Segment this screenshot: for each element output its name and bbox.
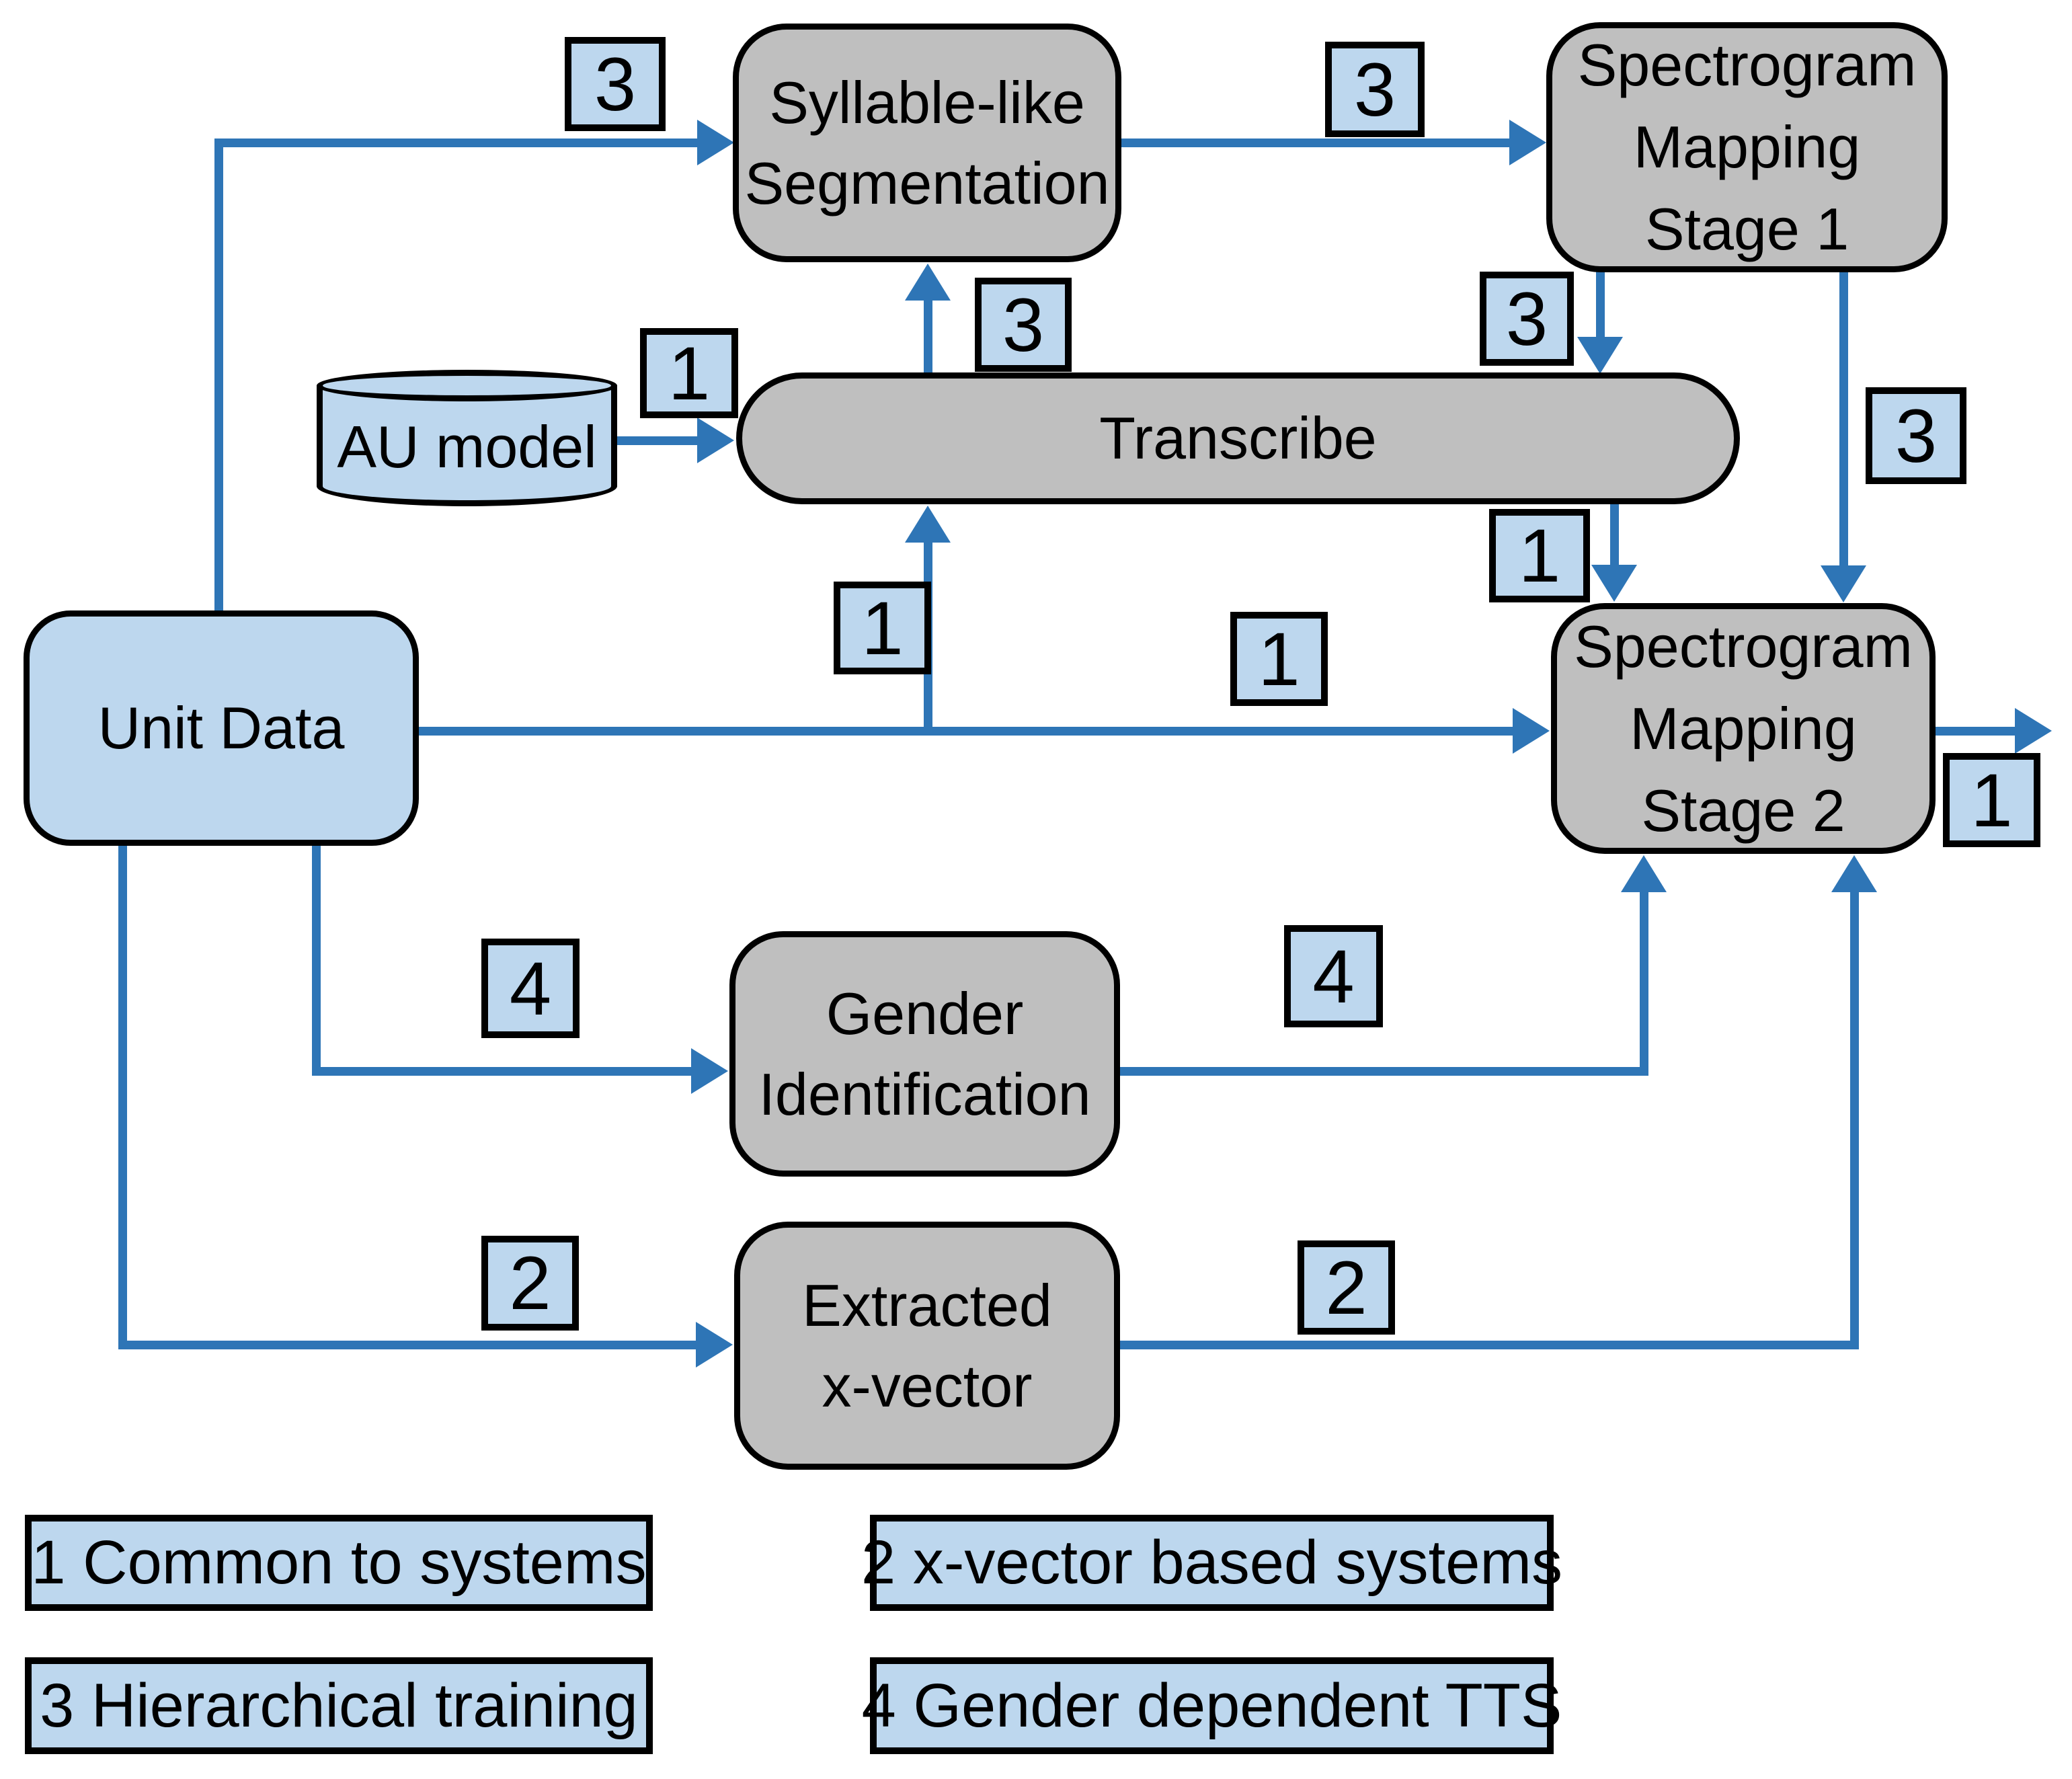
arrowhead-into-transcribe-left xyxy=(697,418,734,463)
legend-label: 4 Gender dependent TTS xyxy=(861,1671,1562,1740)
connector-stage1-to-stage2 xyxy=(1839,271,1848,567)
connector-aumodel-to-transcribe xyxy=(612,436,701,445)
badge-1-stage2-output: 1 xyxy=(1943,753,2040,847)
connector-unit-to-stage2-horizontal xyxy=(419,727,1516,736)
connector-gender-to-stage2-horizontal xyxy=(1120,1067,1648,1076)
badge-3-unit-to-syllable: 3 xyxy=(565,37,666,131)
connector-unit-to-syllable-horizontal xyxy=(214,139,703,147)
badge-label: 3 xyxy=(1895,393,1938,478)
node-syllable-segmentation: Syllable-like Segmentation xyxy=(733,24,1121,262)
badge-label: 1 xyxy=(1970,758,2013,842)
node-label-line: Extracted xyxy=(802,1271,1052,1339)
legend-label: 2 x-vector based systems xyxy=(861,1528,1563,1597)
connector-unit-to-syllable-vertical xyxy=(214,139,223,610)
arrowhead-transcribe-into-stage2-top xyxy=(1591,565,1637,602)
node-unit-data: Unit Data xyxy=(24,610,419,846)
arrowhead-into-transcribe-bottom xyxy=(905,506,951,543)
arrowhead-into-stage2-left xyxy=(1513,708,1550,754)
badge-3-stage1-to-transcribe: 3 xyxy=(1480,272,1574,366)
node-transcribe: Transcribe xyxy=(736,372,1740,504)
badge-label: 2 xyxy=(509,1241,551,1325)
badge-3-transcribe-to-syllable: 3 xyxy=(975,278,1072,372)
node-label-line: Mapping xyxy=(1633,114,1861,180)
connector-unit-to-xvector-horizontal xyxy=(118,1341,701,1349)
connector-transcribe-to-syllable xyxy=(924,298,932,374)
badge-1-unit-to-transcribe: 1 xyxy=(834,582,931,674)
legend-label: 1 Common to systems xyxy=(31,1528,647,1597)
node-label-line: Identification xyxy=(758,1060,1091,1128)
badge-label: 1 xyxy=(1518,514,1561,598)
node-label-line: Syllable-like xyxy=(769,69,1085,136)
arrowhead-into-transcribe-top xyxy=(1577,337,1623,374)
badge-label: 4 xyxy=(1312,934,1355,1019)
badge-3-stage1-to-stage2: 3 xyxy=(1866,387,1966,484)
connector-stage1-to-transcribe xyxy=(1596,270,1605,339)
node-spectrogram-mapping-stage2: Spectrogram Mapping Stage 2 xyxy=(1551,603,1936,854)
node-label-line: Segmentation xyxy=(744,149,1110,216)
node-label-line: Spectrogram xyxy=(1577,32,1917,98)
connector-syllable-to-stage1 xyxy=(1121,139,1511,147)
legend-label: 3 Hierarchical training xyxy=(40,1671,638,1740)
connector-unit-to-gender-vertical xyxy=(312,844,321,1076)
badge-2-unit-to-xvector: 2 xyxy=(481,1236,579,1331)
legend-item-common-to-systems: 1 Common to systems xyxy=(25,1515,653,1611)
node-gender-identification: Gender Identification xyxy=(729,931,1120,1177)
badge-label: 4 xyxy=(509,946,552,1031)
connector-xvector-to-stage2-vertical xyxy=(1850,887,1859,1349)
node-label-line: Mapping xyxy=(1630,695,1857,762)
node-au-model: AU model xyxy=(317,400,617,494)
au-model-cylinder-top xyxy=(317,370,617,401)
connector-xvector-to-stage2-horizontal xyxy=(1120,1341,1858,1349)
node-label-line: Stage 1 xyxy=(1644,196,1849,262)
node-label-line: Transcribe xyxy=(1099,405,1377,471)
badge-2-xvector-to-stage2: 2 xyxy=(1298,1240,1395,1335)
node-label-line: Gender xyxy=(826,980,1024,1047)
arrowhead-gender-into-stage2-bottom xyxy=(1621,855,1667,892)
legend-item-hierarchical-training: 3 Hierarchical training xyxy=(25,1657,653,1754)
legend-item-xvector-based-systems: 2 x-vector based systems xyxy=(861,1515,1562,1611)
connector-transcribe-to-stage2 xyxy=(1610,503,1619,568)
legend-item-gender-dependent-tts: 4 Gender dependent TTS xyxy=(862,1657,1562,1754)
badge-4-unit-to-gender: 4 xyxy=(481,939,580,1038)
connector-unit-to-xvector-vertical xyxy=(118,844,127,1349)
arrowhead-stage2-output xyxy=(2015,708,2052,754)
badge-3-syllable-to-stage1: 3 xyxy=(1325,42,1425,137)
node-label-line: Spectrogram xyxy=(1574,612,1913,680)
node-label-line: x-vector xyxy=(822,1352,1033,1419)
badge-label: 1 xyxy=(1258,617,1300,701)
badge-label: 2 xyxy=(1325,1245,1367,1330)
arrowhead-into-syllable xyxy=(697,120,734,165)
badge-label: 1 xyxy=(861,586,904,670)
arrowhead-into-gender xyxy=(691,1048,728,1094)
node-extracted-xvector: Extracted x-vector xyxy=(734,1222,1120,1470)
badge-label: 3 xyxy=(1505,276,1548,361)
badge-1-aumodel-to-transcribe: 1 xyxy=(640,328,738,418)
arrowhead-into-stage1 xyxy=(1509,120,1546,165)
badge-label: 3 xyxy=(594,42,637,126)
badge-label: 3 xyxy=(1002,282,1045,367)
arrowhead-into-xvector xyxy=(696,1322,733,1368)
connector-stage2-output xyxy=(1936,727,2017,736)
badge-4-gender-to-stage2: 4 xyxy=(1284,925,1383,1027)
arrowhead-into-syllable-bottom xyxy=(905,264,951,301)
connector-unit-to-gender-horizontal xyxy=(312,1067,696,1076)
badge-1-transcribe-to-stage2: 1 xyxy=(1489,509,1590,602)
node-label-line: Stage 2 xyxy=(1641,777,1845,844)
badge-label: 3 xyxy=(1353,47,1396,132)
node-label-line: AU model xyxy=(337,413,597,480)
node-spectrogram-mapping-stage1: Spectrogram Mapping Stage 1 xyxy=(1546,22,1948,272)
badge-label: 1 xyxy=(668,331,711,416)
node-label-line: Unit Data xyxy=(97,695,345,761)
badge-1-unit-to-stage2: 1 xyxy=(1230,612,1328,706)
au-model-cylinder-body xyxy=(317,385,617,506)
arrowhead-stage1-into-stage2-top xyxy=(1821,565,1866,602)
arrowhead-xvector-into-stage2-bottom xyxy=(1831,855,1877,892)
connector-gender-to-stage2-vertical xyxy=(1640,887,1648,1076)
